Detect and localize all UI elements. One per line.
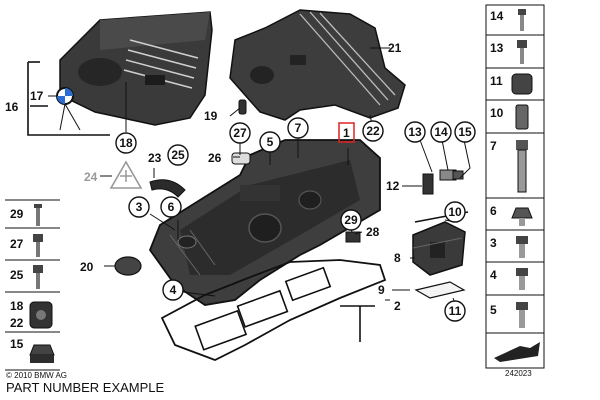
cap[interactable] bbox=[114, 256, 142, 276]
right-item-4[interactable]: 4 bbox=[490, 268, 528, 290]
svg-text:5: 5 bbox=[490, 303, 497, 317]
right-item-7[interactable]: 7 bbox=[490, 139, 528, 193]
separator-gasket[interactable] bbox=[414, 281, 466, 299]
svg-text:7: 7 bbox=[490, 139, 497, 153]
right-item-3[interactable]: 3 bbox=[490, 236, 528, 258]
callout-17[interactable]: 17 bbox=[30, 89, 44, 103]
cylinder-head-cover[interactable] bbox=[148, 139, 381, 306]
bmw-emblem-icon[interactable] bbox=[56, 87, 74, 105]
left-item-25[interactable]: 25 bbox=[10, 265, 43, 289]
callout-26[interactable]: 26 bbox=[208, 151, 222, 165]
vent-hose[interactable] bbox=[149, 179, 186, 198]
copyright: © 2010 BMW AG bbox=[6, 371, 67, 380]
acoustic-cover[interactable] bbox=[229, 9, 406, 121]
callout-12[interactable]: 12 bbox=[386, 179, 400, 193]
svg-text:14: 14 bbox=[490, 9, 504, 23]
callout-8[interactable]: 8 bbox=[394, 251, 401, 265]
callout-21[interactable]: 21 bbox=[388, 41, 402, 55]
callout-29[interactable]: 29 bbox=[340, 209, 362, 231]
svg-text:4: 4 bbox=[490, 268, 497, 282]
right-item-10[interactable]: 10 bbox=[490, 104, 529, 130]
svg-text:11: 11 bbox=[449, 304, 462, 318]
right-item-14[interactable]: 14 bbox=[490, 9, 526, 31]
callout-24[interactable]: 24 bbox=[84, 170, 98, 184]
svg-text:11: 11 bbox=[490, 74, 503, 88]
svg-text:3: 3 bbox=[136, 200, 143, 214]
callout-28[interactable]: 28 bbox=[366, 225, 380, 239]
right-item-5[interactable]: 5 bbox=[490, 302, 528, 328]
callout-16[interactable]: 16 bbox=[5, 100, 19, 114]
callout-14[interactable]: 14 bbox=[430, 121, 452, 143]
svg-text:13: 13 bbox=[490, 41, 504, 55]
svg-text:27: 27 bbox=[10, 237, 24, 251]
warning-icon bbox=[109, 160, 143, 189]
svg-text:3: 3 bbox=[490, 236, 497, 250]
right-item-11[interactable]: 11 bbox=[490, 73, 533, 95]
svg-text:29: 29 bbox=[344, 213, 358, 227]
right-item-13[interactable]: 13 bbox=[490, 40, 527, 64]
svg-text:18: 18 bbox=[119, 136, 133, 150]
callout-9[interactable]: 9 bbox=[378, 283, 385, 297]
callout-2[interactable]: 2 bbox=[394, 299, 401, 313]
left-item-27[interactable]: 27 bbox=[10, 234, 43, 257]
svg-text:10: 10 bbox=[490, 106, 504, 120]
callout-20[interactable]: 20 bbox=[80, 260, 94, 274]
callout-22[interactable]: 22 bbox=[362, 120, 384, 142]
left-parts-column: 29 27 25 18 22 15 bbox=[5, 199, 60, 371]
svg-text:13: 13 bbox=[408, 125, 422, 139]
left-item-29[interactable]: 29 bbox=[10, 204, 42, 226]
callout-3[interactable]: 3 bbox=[128, 196, 150, 218]
right-parts-column: 14 13 11 10 7 6 3 4 bbox=[485, 4, 545, 369]
svg-text:7: 7 bbox=[295, 121, 302, 135]
svg-text:15: 15 bbox=[10, 337, 24, 351]
svg-text:25: 25 bbox=[171, 148, 185, 162]
callout-1[interactable]: 1 bbox=[343, 126, 350, 140]
svg-text:5: 5 bbox=[267, 135, 274, 149]
gasket-set[interactable] bbox=[160, 259, 387, 361]
callout-7[interactable]: 7 bbox=[287, 117, 309, 139]
callout-10[interactable]: 10 bbox=[444, 201, 466, 223]
callout-18[interactable]: 18 bbox=[115, 132, 137, 154]
left-item-15[interactable]: 15 bbox=[10, 337, 55, 363]
left-item-18-22[interactable]: 18 22 bbox=[10, 299, 53, 330]
svg-text:6: 6 bbox=[168, 200, 175, 214]
svg-text:25: 25 bbox=[10, 268, 24, 282]
camshaft-sensor[interactable] bbox=[422, 169, 464, 195]
callout-15[interactable]: 15 bbox=[454, 121, 476, 143]
svg-text:10: 10 bbox=[448, 205, 462, 219]
callout-27[interactable]: 27 bbox=[229, 122, 251, 144]
damper-block[interactable] bbox=[345, 231, 361, 243]
svg-text:18: 18 bbox=[10, 299, 24, 313]
diagram-id: 242023 bbox=[505, 369, 532, 378]
svg-text:27: 27 bbox=[233, 126, 247, 140]
callout-5[interactable]: 5 bbox=[259, 131, 281, 153]
svg-text:29: 29 bbox=[10, 207, 24, 221]
svg-text:22: 22 bbox=[10, 316, 24, 330]
engine-cover[interactable] bbox=[59, 11, 213, 126]
svg-text:15: 15 bbox=[458, 125, 472, 139]
callout-6[interactable]: 6 bbox=[160, 196, 182, 218]
svg-text:22: 22 bbox=[366, 124, 380, 138]
svg-text:6: 6 bbox=[490, 204, 497, 218]
grommet[interactable] bbox=[238, 99, 247, 115]
callout-4[interactable]: 4 bbox=[162, 279, 184, 301]
callout-1-highlight bbox=[338, 122, 355, 143]
callout-23[interactable]: 23 bbox=[148, 151, 162, 165]
callout-19[interactable]: 19 bbox=[204, 109, 218, 123]
callout-11[interactable]: 11 bbox=[444, 300, 466, 322]
svg-text:4: 4 bbox=[170, 283, 177, 297]
arrow-icon bbox=[494, 342, 540, 362]
washer[interactable] bbox=[231, 152, 251, 165]
svg-text:14: 14 bbox=[434, 125, 448, 139]
callout-13[interactable]: 13 bbox=[404, 121, 426, 143]
part-number-caption: PART NUMBER EXAMPLE bbox=[6, 380, 165, 395]
right-item-6[interactable]: 6 bbox=[490, 204, 533, 226]
callout-25[interactable]: 25 bbox=[167, 144, 189, 166]
oil-separator[interactable] bbox=[412, 221, 466, 276]
